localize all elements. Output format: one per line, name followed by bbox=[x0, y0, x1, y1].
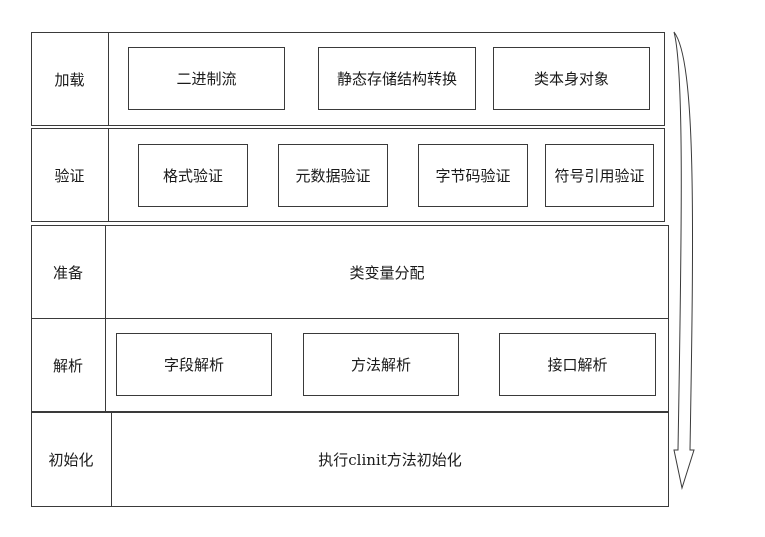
stage-label-verification: 验证 bbox=[54, 166, 85, 185]
stage-label-loading: 加载 bbox=[54, 70, 85, 89]
loading-item-class-object: 类本身对象 bbox=[493, 47, 650, 110]
initialization-execute-clinit: 执行clinit方法初始化 bbox=[318, 451, 462, 469]
stage-initialization-row bbox=[31, 412, 669, 507]
loading-item-binary-stream: 二进制流 bbox=[128, 47, 285, 110]
verification-item-bytecode: 字节码验证 bbox=[418, 144, 528, 207]
stage-label-initialization: 初始化 bbox=[48, 451, 94, 469]
verification-item-format: 格式验证 bbox=[138, 144, 248, 207]
resolution-item-field: 字段解析 bbox=[116, 333, 272, 396]
verification-item-metadata: 元数据验证 bbox=[278, 144, 388, 207]
stage-divider bbox=[111, 412, 112, 507]
stage-label-preparation: 准备 bbox=[52, 263, 83, 282]
loading-item-static-storage-conversion: 静态存储结构转换 bbox=[318, 47, 476, 110]
stage-label-resolution: 解析 bbox=[52, 356, 83, 375]
curved-down-arrow-icon bbox=[673, 31, 695, 490]
verification-item-symbolic-reference: 符号引用验证 bbox=[545, 144, 654, 207]
stage-divider bbox=[105, 318, 106, 412]
stage-divider bbox=[105, 225, 106, 319]
resolution-item-interface: 接口解析 bbox=[499, 333, 656, 396]
stage-divider bbox=[108, 128, 109, 222]
stage-divider bbox=[108, 32, 109, 126]
resolution-item-method: 方法解析 bbox=[303, 333, 459, 396]
preparation-class-variable-allocation: 类变量分配 bbox=[349, 263, 425, 282]
